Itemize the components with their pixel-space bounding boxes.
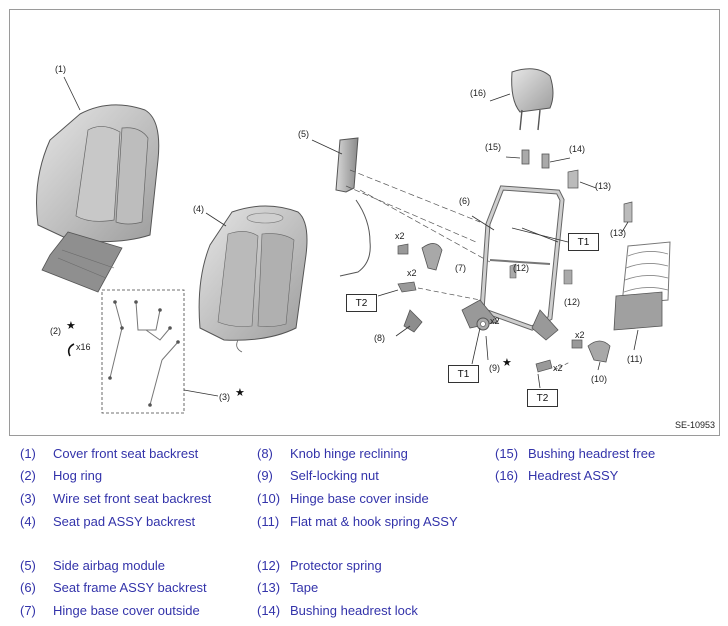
tape-shapes [567, 169, 633, 233]
callout-15: (15) [485, 142, 502, 152]
qty-hog-ring: x16 [76, 342, 91, 352]
legend-item: (6)Seat frame ASSY backrest [20, 580, 207, 595]
legend-item: (11)Flat mat & hook spring ASSY [257, 514, 458, 529]
callout-8: (8) [374, 333, 385, 343]
wire-set-shape [101, 289, 219, 414]
hinge-parts-shape [395, 243, 481, 337]
legend-item: (2)Hog ring [20, 468, 103, 483]
star-nut: ★ [502, 357, 512, 369]
callout-12b: (12) [564, 297, 581, 307]
legend-item: (4)Seat pad ASSY backrest [20, 514, 196, 529]
callout-1: (1) [55, 64, 66, 74]
torque-label-t2-right: T2 [527, 389, 558, 407]
legend-item: (12)Protector spring [257, 558, 382, 573]
qty-knob-bolt: x2 [407, 268, 417, 278]
legend-item: (15)Bushing headrest free [495, 446, 656, 461]
torque-label-t1-lower: T1 [448, 365, 479, 383]
figure-code: SE-10953 [674, 420, 715, 430]
torque-label-t1-upper: T1 [568, 233, 599, 251]
qty-nut: x2 [490, 316, 500, 326]
callout-6: (6) [459, 196, 470, 206]
legend-item: (7)Hinge base cover outside [20, 603, 200, 618]
exploded-diagram: (1) (2) (3) (4) (5) (6) (7) (8) (9) (10)… [9, 9, 720, 436]
callout-4: (4) [193, 204, 204, 214]
legend-item: (9)Self-locking nut [257, 468, 379, 483]
nut-and-cover-shapes [476, 263, 611, 373]
callout-3: (3) [219, 392, 230, 402]
callout-11: (11) [627, 354, 643, 364]
star-hog-ring: ★ [66, 320, 76, 332]
side-airbag-shape [311, 137, 491, 277]
torque-label-t2-left: T2 [346, 294, 377, 312]
bushing-shapes [505, 149, 571, 169]
headrest-shape [489, 68, 554, 131]
legend-item: (8)Knob hinge reclining [257, 446, 408, 461]
cover-front-seat-backrest-shape [36, 76, 160, 293]
diagram-drawing [36, 68, 671, 414]
callout-16: (16) [470, 88, 487, 98]
callout-2: (2) [50, 326, 61, 336]
legend-item: (1)Cover front seat backrest [20, 446, 199, 461]
callout-7: (7) [455, 263, 466, 273]
torque-leaders [377, 227, 569, 389]
qty-lower-bolt: x2 [553, 363, 563, 373]
legend-item: (10)Hinge base cover inside [257, 491, 429, 506]
qty-inside-cover-bolt: x2 [575, 330, 585, 340]
callout-12a: (12) [513, 263, 530, 273]
flat-mat-spring-shape [613, 241, 671, 351]
callout-10: (10) [591, 374, 608, 384]
callout-5: (5) [298, 129, 309, 139]
star-wire-set: ★ [235, 387, 245, 399]
legend-item: (14)Bushing headrest lock [257, 603, 418, 618]
callout-13a: (13) [595, 181, 612, 191]
qty-airbag-bolt: x2 [395, 231, 405, 241]
callout-9: (9) [489, 363, 500, 373]
callout-14: (14) [569, 144, 586, 154]
seat-pad-shape [198, 205, 308, 353]
callout-13b: (13) [610, 228, 627, 238]
legend-item: (5)Side airbag module [20, 558, 166, 573]
legend-item: (16)Headrest ASSY [495, 468, 619, 483]
legend-item: (3)Wire set front seat backrest [20, 491, 212, 506]
legend-item: (13)Tape [257, 580, 319, 595]
seat-frame-shape [461, 185, 565, 341]
hog-ring-shape [67, 343, 75, 357]
